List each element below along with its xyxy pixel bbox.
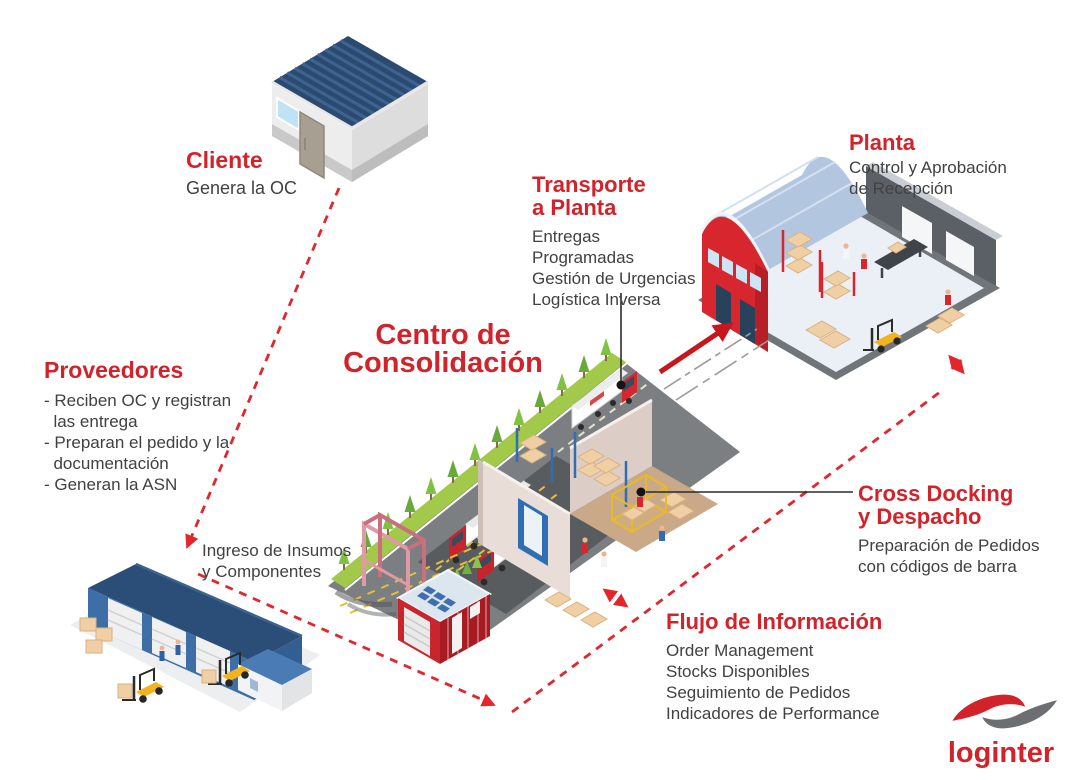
planta-line-2: de Recepción bbox=[849, 179, 953, 198]
planta-title: Planta bbox=[849, 130, 916, 155]
crossdocking-line-1: Preparación de Pedidos bbox=[858, 536, 1040, 555]
planta-double-arrow bbox=[948, 354, 965, 375]
cliente-label: Cliente Genera la OC bbox=[186, 148, 297, 199]
transporte-title-line-2: a Planta bbox=[532, 195, 617, 220]
proveedores-item: - Preparan el pedido y la documentación bbox=[44, 433, 230, 473]
flujo-item: Order Management bbox=[666, 641, 814, 660]
ingreso-line-2: y Componentes bbox=[202, 562, 322, 581]
proveedores-label: Proveedores - Reciben OC y registran las… bbox=[44, 358, 231, 495]
cliente-subtitle: Genera la OC bbox=[186, 178, 298, 198]
proveedores-workers bbox=[159, 639, 181, 661]
proveedores-title: Proveedores bbox=[44, 357, 184, 383]
flow-lines bbox=[185, 187, 965, 714]
crossdocking-connector bbox=[636, 487, 853, 497]
loginter-logo: loginter bbox=[936, 690, 1066, 770]
proveedores-forklift-2 bbox=[201, 651, 250, 687]
transporte-item: Logística Inversa bbox=[532, 290, 661, 309]
crossdocking-title-line-1: Cross Docking bbox=[858, 481, 1014, 506]
transport-route-arrow bbox=[658, 322, 734, 375]
red-container-hut bbox=[395, 568, 493, 664]
loginter-swoosh-icon bbox=[952, 694, 1057, 729]
transporte-title-line-1: Transporte bbox=[532, 172, 646, 197]
proveedores-forklift-1 bbox=[117, 667, 164, 703]
planta-line-1: Control y Aprobación bbox=[849, 158, 1007, 177]
cliente-building bbox=[271, 36, 429, 182]
cliente-title: Cliente bbox=[186, 147, 263, 173]
planta-warehouse-illustration bbox=[698, 156, 1003, 380]
center-racks bbox=[515, 428, 695, 628]
flujo-item: Indicadores de Performance bbox=[666, 704, 880, 723]
centro-title: Centro de Consolidación bbox=[324, 319, 562, 379]
flujo-label: Flujo de Información Order Management St… bbox=[666, 610, 882, 724]
route-road-line-1 bbox=[663, 328, 758, 390]
crossdocking-label: Cross Docking y Despacho Preparación de … bbox=[858, 482, 1039, 577]
planta-label: Planta Control y Aprobación de Recepción bbox=[849, 131, 1007, 199]
gantry-frame bbox=[362, 511, 426, 611]
transporte-label: Transporte a Planta Entregas Programadas… bbox=[532, 173, 695, 310]
flujo-item: Seguimiento de Pedidos bbox=[666, 683, 851, 702]
transporte-item: Gestión de Urgencias bbox=[532, 269, 696, 288]
transporte-item: Programadas bbox=[532, 248, 635, 267]
ingreso-line-1: Ingreso de Insumos bbox=[202, 541, 352, 560]
flujo-title: Flujo de Información bbox=[666, 609, 883, 634]
planta-workers bbox=[843, 243, 951, 305]
transporte-connector bbox=[616, 293, 626, 390]
route-road-line-2 bbox=[675, 339, 770, 401]
consolidation-center-illustration bbox=[328, 337, 740, 664]
crossdocking-title-line-2: y Despacho bbox=[858, 504, 982, 529]
centro-title-line-2: Consolidación bbox=[343, 347, 543, 379]
flujo-item: Stocks Disponibles bbox=[666, 662, 810, 681]
transporte-item: Entregas bbox=[532, 227, 601, 246]
ingreso-label: Ingreso de Insumos y Componentes bbox=[202, 540, 351, 582]
center-workers bbox=[582, 491, 665, 567]
planta-forklift bbox=[863, 318, 902, 353]
delivery-truck bbox=[571, 368, 637, 430]
dashed-flow-cliente-to-proveedores bbox=[185, 187, 341, 549]
planta-conveyor bbox=[874, 239, 928, 278]
crossdocking-line-2: con códigos de barra bbox=[858, 557, 1017, 576]
proveedores-item: - Generan la ASN bbox=[44, 475, 178, 494]
info-flow-double-arrow bbox=[602, 588, 629, 608]
loginter-wordmark: loginter bbox=[947, 737, 1055, 769]
centro-title-line-1: Centro de bbox=[375, 319, 511, 351]
proveedores-item: - Reciben OC y registran las entrega bbox=[44, 391, 232, 431]
planta-racks bbox=[781, 230, 856, 300]
proveedores-warehouse-illustration bbox=[70, 562, 320, 712]
